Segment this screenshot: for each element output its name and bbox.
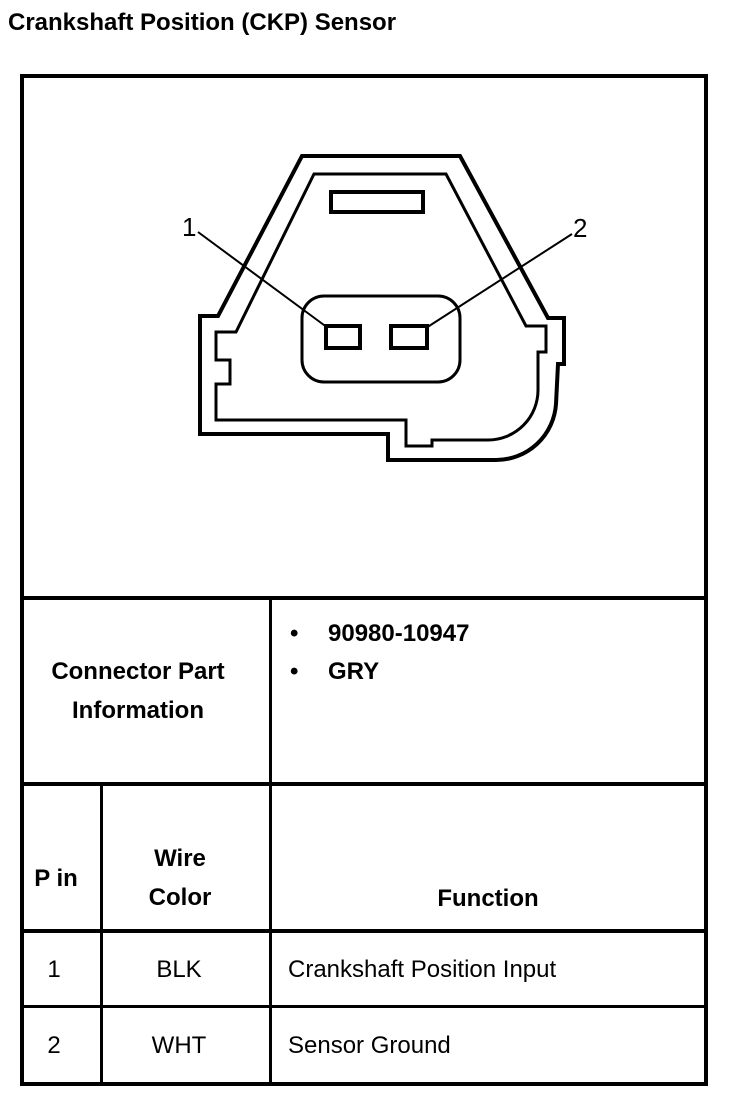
terminal-cavity <box>300 294 462 384</box>
diagram-divider <box>20 596 708 600</box>
connector-housing-outer <box>198 154 566 463</box>
header-wire-color: Wire Color <box>148 845 212 911</box>
row-1-wire-color: BLK <box>156 955 202 983</box>
info-column-divider <box>269 596 272 1086</box>
frame-bottom-border <box>20 1082 708 1086</box>
connector-diagram: 1 2 <box>182 154 587 463</box>
bullet-icon: • <box>290 658 299 685</box>
page-title: Crankshaft Position (CKP) Sensor <box>8 9 397 36</box>
pin-1-label: 1 <box>182 212 196 242</box>
pin-2-label: 2 <box>573 213 587 243</box>
frame-right-border <box>704 74 708 1086</box>
frame-top-border <box>20 74 708 78</box>
pin-1-leader-line <box>197 231 329 329</box>
frame-left-border <box>20 74 24 1086</box>
connector-color: GRY <box>328 658 380 685</box>
connector-info-label: Connector Part Information <box>51 658 225 724</box>
part-number: 90980-10947 <box>328 620 470 647</box>
pin-1-terminal <box>324 324 362 350</box>
header-divider <box>20 929 708 933</box>
row-2-pin: 2 <box>47 1031 61 1059</box>
connector-housing-inner <box>214 172 548 448</box>
row-1-pin: 1 <box>47 955 61 983</box>
info-divider <box>20 782 708 786</box>
connector-info-item: • 90980-10947 <box>290 619 469 649</box>
row-divider <box>20 1005 708 1008</box>
bullet-icon: • <box>290 620 299 647</box>
header-pin: P in <box>34 864 78 892</box>
pin-2-terminal <box>389 324 429 350</box>
pin-2-leader-line <box>425 233 573 329</box>
header-function: Function <box>437 884 539 912</box>
row-1-function: Crankshaft Position Input <box>288 955 557 983</box>
row-2-function: Sensor Ground <box>288 1031 451 1059</box>
pin-column-divider <box>100 782 103 1086</box>
row-2-wire-color: WHT <box>151 1031 207 1059</box>
connector-info-item: • GRY <box>290 657 379 687</box>
locking-tab <box>329 190 425 214</box>
